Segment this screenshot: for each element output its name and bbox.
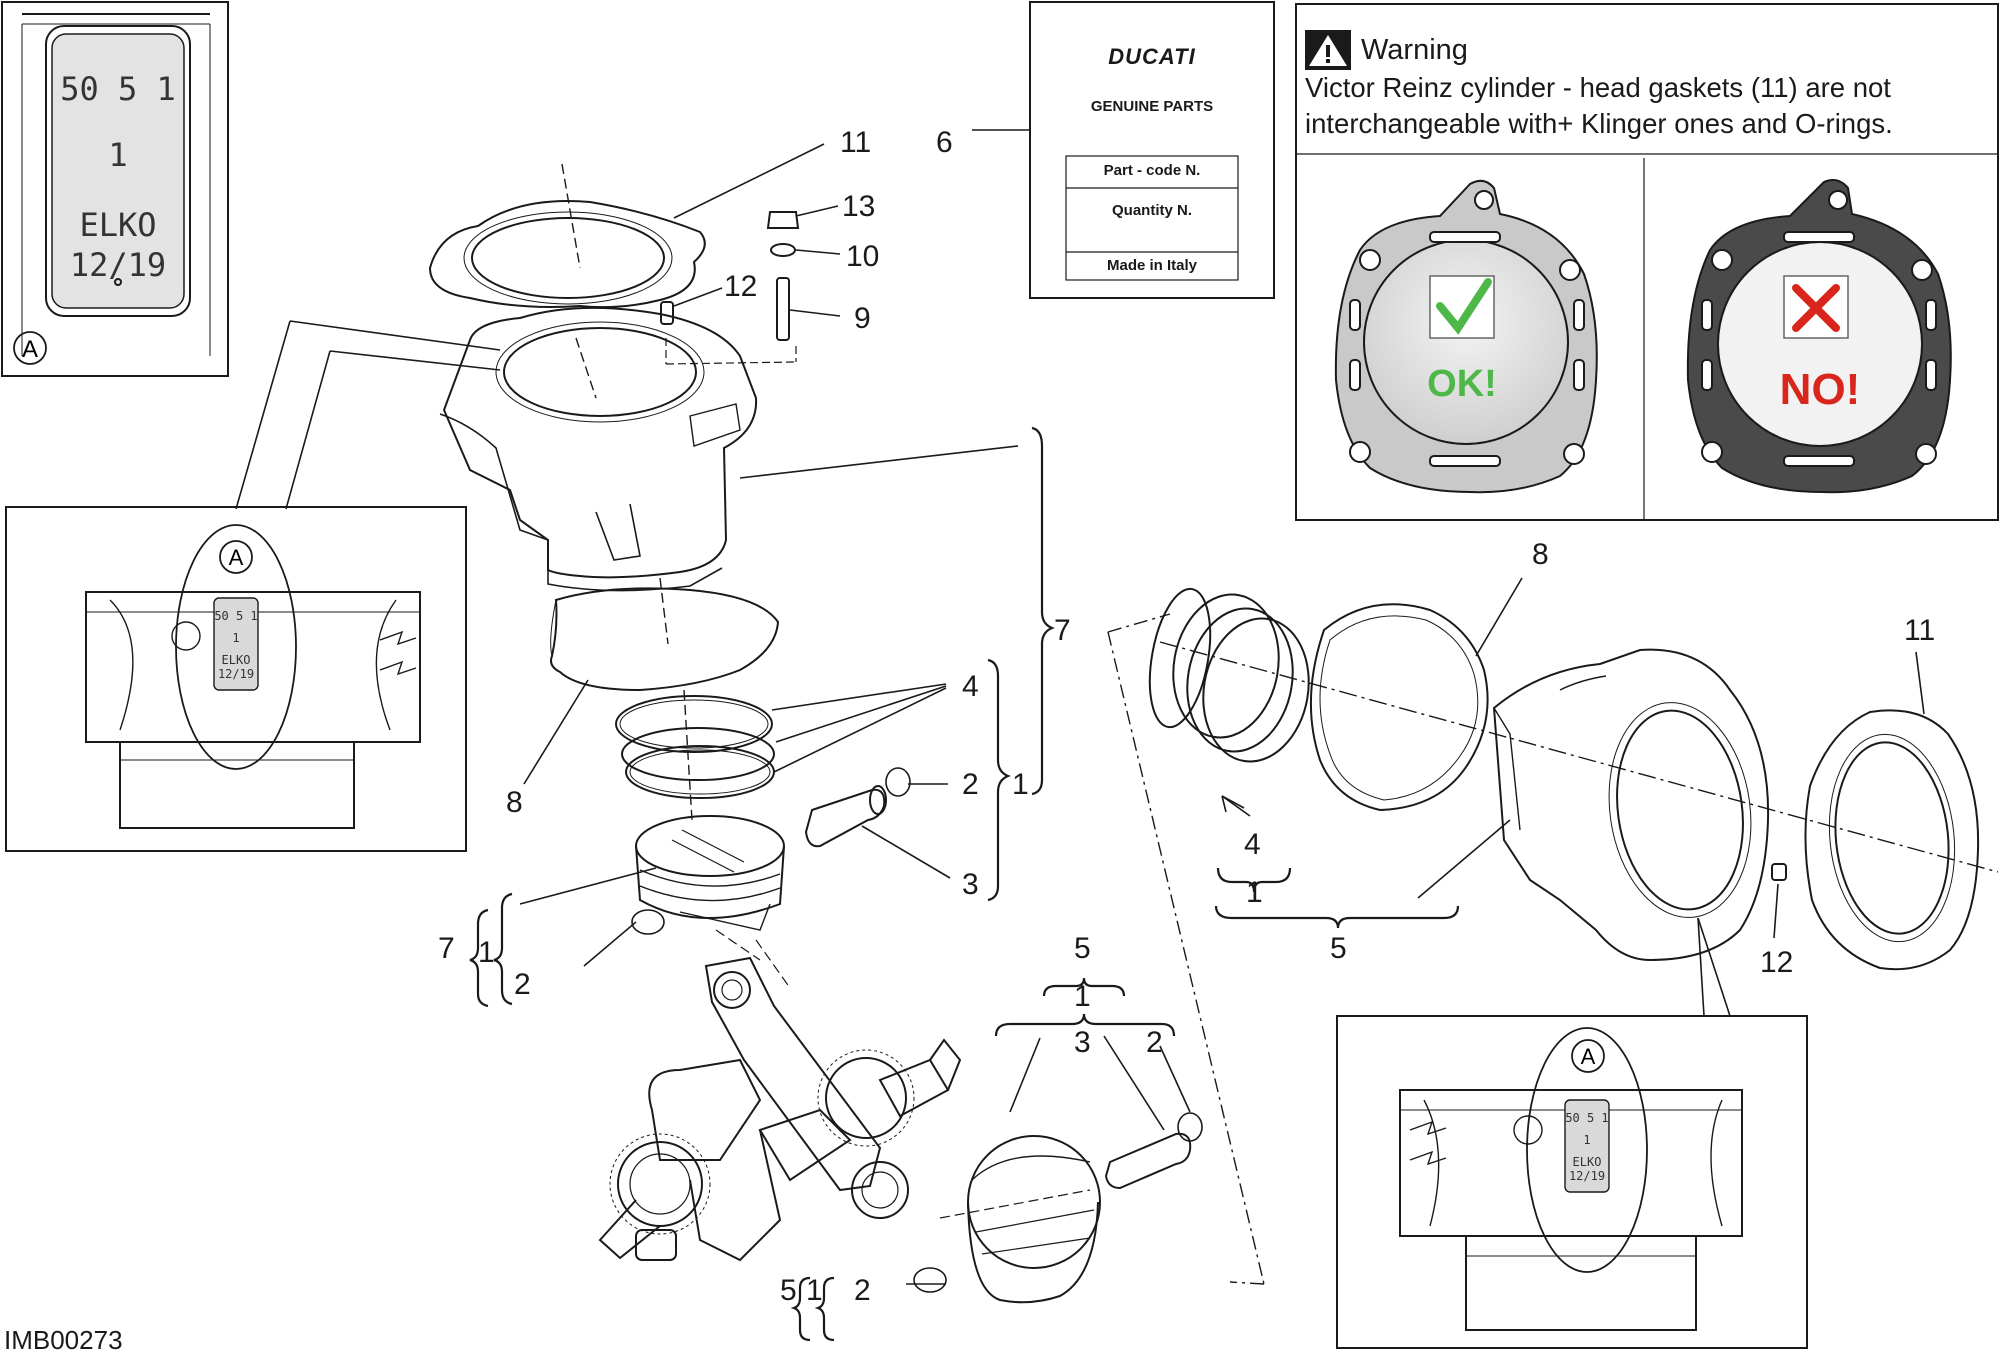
callout-11-right: 11 (1904, 614, 1935, 647)
callout-2-bottom: 2 (1146, 1026, 1163, 1059)
right-inset-line1: 50 5 1 (1565, 1111, 1608, 1125)
left-inset-line3: ELKO (222, 653, 251, 667)
callout-4-right: 4 (1244, 828, 1261, 861)
callout-6: 6 (936, 126, 953, 159)
warning-icon (1305, 30, 1351, 70)
leader-lines (469, 129, 1925, 1342)
genuine-parts-title: GENUINE PARTS (1090, 98, 1214, 115)
callout-7-left: 7 (438, 932, 455, 965)
callout-2-bottomleft: 2 (854, 1274, 871, 1307)
left-inset-line1: 50 5 1 (214, 609, 257, 623)
detail-a-inset (1, 1, 229, 377)
warning-panel (1295, 3, 1999, 521)
field-made-in: Made in Italy (1106, 257, 1198, 274)
right-inset-line4: 12/19 (1569, 1169, 1605, 1183)
callout-2-left: 2 (514, 968, 531, 1001)
detail-a-label-left: A (229, 545, 244, 570)
callout-11-top: 11 (840, 126, 871, 159)
callout-5-bottom: 5 (780, 1274, 797, 1307)
base-gasket-left (550, 577, 780, 692)
callout-3-right: 3 (962, 868, 979, 901)
left-inset-line2: 1 (232, 631, 239, 645)
callout-2-right: 2 (962, 768, 979, 801)
callout-1-mid: 1 (1074, 980, 1091, 1013)
callout-12-top: 12 (724, 270, 757, 303)
right-cylinder-inset (1336, 1015, 1808, 1349)
callout-12-right: 12 (1760, 946, 1793, 979)
warning-body: Victor Reinz cylinder - head gaskets (11… (1305, 72, 1893, 139)
detail-a-label-topleft: A (22, 336, 38, 363)
callout-13: 13 (842, 190, 875, 223)
callout-1-brace: 1 (1012, 768, 1029, 801)
piston-assembly-bottom (913, 1112, 1203, 1304)
genuine-parts-label-frame (1029, 1, 1275, 299)
right-inset-line3: ELKO (1573, 1155, 1602, 1169)
warning-title: Warning (1361, 34, 1468, 66)
genuine-parts-label: DUCATI GENUINE PARTS Part - code N. Quan… (1030, 0, 1274, 298)
marking-line2: 1 (108, 136, 127, 174)
field-quantity: Quantity N. (1111, 202, 1192, 219)
marking-line1: 50 5 1 (60, 70, 176, 108)
head-gasket-top (428, 163, 706, 309)
brand-logo: DUCATI (1108, 44, 1196, 69)
piston-rings-left (615, 689, 775, 821)
right-exploded-view (1107, 587, 1999, 1285)
piston-assembly-left (631, 767, 911, 989)
callout-3-bottom: 3 (1074, 1026, 1091, 1059)
diagram-code: IMB00273 (4, 1325, 123, 1355)
cylinder-top (439, 211, 800, 592)
callout-1-left: 1 (478, 936, 495, 969)
callout-8-left: 8 (506, 786, 523, 819)
gasket-no-image (1686, 179, 1952, 494)
crankshaft-conrod (598, 956, 962, 1262)
right-inset-line2: 1 (1583, 1133, 1590, 1147)
callout-7-brace: 7 (1054, 614, 1071, 647)
callout-8-right: 8 (1532, 538, 1549, 571)
callout-1-right: 1 (1246, 876, 1263, 909)
left-cylinder-inset (5, 320, 501, 852)
marking-line4: 12/19 (70, 246, 166, 284)
marking-line3: ELKO (79, 206, 156, 244)
callout-5-right: 5 (1330, 932, 1347, 965)
callout-10: 10 (846, 240, 879, 273)
field-part-code: Part - code N. (1103, 162, 1201, 179)
ok-label: OK! (1427, 363, 1497, 405)
callout-5-top: 5 (1074, 932, 1091, 965)
detail-a-label-right: A (1581, 1044, 1596, 1069)
gasket-ok-image (1334, 179, 1598, 494)
callout-4-left: 4 (962, 670, 979, 703)
no-label: NO! (1780, 365, 1861, 414)
callout-1-bottom: 1 (806, 1274, 823, 1307)
left-inset-line4: 12/19 (218, 667, 254, 681)
callout-9: 9 (854, 302, 871, 335)
